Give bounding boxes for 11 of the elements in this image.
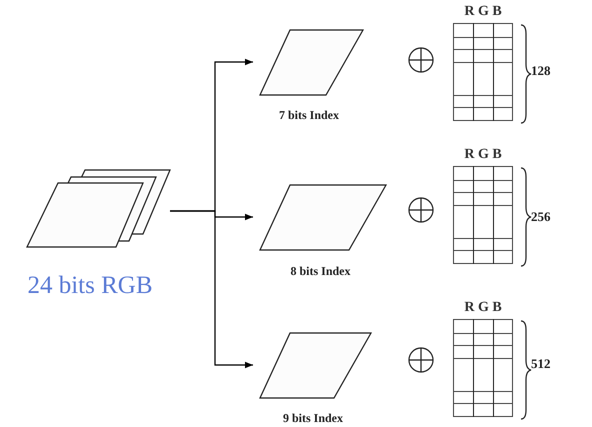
node-label: 9 bits Index	[282, 411, 344, 426]
count-label: 512	[531, 356, 550, 372]
node-label: 24 bits RGB	[26, 272, 154, 300]
column-header: R G B	[463, 4, 503, 20]
column-header: R G B	[463, 147, 503, 163]
node-label: 8 bits Index	[289, 264, 352, 279]
column-header: R G B	[463, 300, 503, 316]
count-label: 256	[531, 209, 550, 225]
node-label: 7 bits Index	[278, 108, 340, 123]
count-label: 128	[531, 63, 550, 79]
arrow	[170, 210, 253, 368]
